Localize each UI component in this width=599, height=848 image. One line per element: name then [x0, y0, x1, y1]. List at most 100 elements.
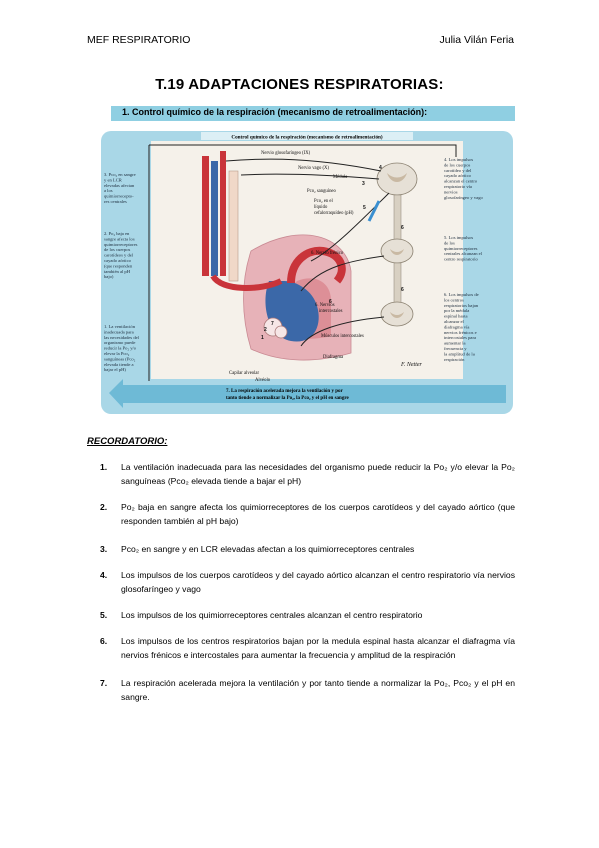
right-note-6-line: espinal hasta — [444, 314, 468, 319]
left-note-1-line: elevada tiende a — [104, 362, 134, 367]
spinal-cord-sections — [376, 162, 418, 327]
step-number-7: 7 — [271, 321, 274, 327]
left-note-3-line: quimiorreceptо- — [104, 194, 134, 199]
right-note-4-line: respiratorio vía — [444, 184, 472, 189]
recordatorio-item-number: 7. — [100, 678, 108, 688]
left-note-1-line: inadecuada para — [104, 329, 134, 334]
label-diafragma: Diafragma — [323, 355, 344, 360]
page-title: T.19 ADAPTACIONES RESPIRATORIAS: — [155, 76, 444, 93]
step-number-1: 1 — [261, 335, 264, 341]
label-glosofaringeo: Nervio glosofaríngeo (IX) — [261, 151, 311, 156]
right-note-6-line: nervios frénicos e — [444, 330, 477, 335]
recordatorio-item-text: Los impulsos de los cuerpos carotídeos y… — [121, 570, 515, 594]
left-note-2-line: cayado aórtico — [104, 258, 132, 263]
right-note-4-line: carotídeo y del — [444, 168, 472, 173]
step-number-2: 2 — [264, 327, 267, 333]
right-note-5-line: centrales alcanzan el — [444, 251, 483, 256]
right-note-6-line: los centros — [444, 297, 464, 302]
step-numbers: 4 3 5 6 6 6 7 2 1 — [261, 165, 404, 341]
label-medula: Médula — [333, 175, 348, 180]
left-note-2-line: también al pH — [104, 269, 131, 274]
figure-banner: Control químico de la respiración (mecan… — [231, 134, 383, 141]
recordatorio-item-number: 4. — [100, 570, 108, 580]
right-note-5-line: quimiorreceptores — [444, 246, 478, 251]
recordatorio-item-number: 5. — [100, 610, 108, 620]
left-note-3-line: 3. Pco₂ en sangre — [104, 172, 136, 177]
arterial-branch — [210, 274, 283, 291]
recordatorio-item-text: Po₂ baja en sangre afecta los quimiorrec… — [121, 502, 515, 526]
right-note-6-line: intercostales para — [444, 335, 476, 340]
left-note-1-line: 1. La ventilación — [104, 324, 136, 329]
right-note-6-line: diafragma vía — [444, 324, 469, 329]
recordatorio-item-number: 1. — [100, 462, 108, 472]
left-note-2-line: de los cuerpos — [104, 247, 130, 252]
recordatorio-item-text: La ventilación inadecuada para las neces… — [121, 462, 515, 486]
jugular-vein — [211, 161, 218, 276]
label-pco2-lcr-3: cefalorraquídeo (pH) — [314, 211, 354, 216]
bottom-caption-1: 7. La respiración acelerada mejora la ve… — [226, 389, 343, 394]
step-number-4: 4 — [379, 165, 382, 171]
right-note-6-line: respiratorios bajan — [444, 303, 479, 308]
feedback-arrow — [109, 379, 506, 408]
step-number-6b: 6 — [401, 287, 404, 293]
recordatorio-item-number: 2. — [100, 502, 108, 512]
right-note-4-line: de los cuerpos — [444, 162, 470, 167]
left-note-3-line: y en LCR — [104, 177, 123, 182]
left-note-2-line: bajo) — [104, 274, 114, 279]
right-note-4-line: alcanzan el centro — [444, 179, 478, 184]
right-note-6-line: por la médula — [444, 308, 469, 313]
right-note-6-line: respiración — [444, 357, 465, 362]
right-note-4-line: cayado aórtico — [444, 173, 472, 178]
aortic-arch — [287, 246, 346, 284]
right-note-4-line: 4. Los impulsos — [444, 157, 473, 162]
label-pco2-lcr-2: líquido — [314, 205, 328, 210]
right-note-5-line: 5. Los impulsos — [444, 235, 473, 240]
left-note-1-line: las necesidades del — [104, 335, 140, 340]
carotid-artery-right — [220, 151, 226, 276]
recordatorio-item-text: Los impulsos de los centros respiratorio… — [121, 636, 515, 660]
right-note-6-line: 6. Los impulsos de — [444, 292, 479, 297]
recordatorio-item-number: 3. — [100, 544, 108, 554]
label-intercostales-1: 6. Nervios — [315, 303, 335, 308]
right-note-6-line: la amplitud de la — [444, 351, 475, 356]
banner-bg — [201, 132, 413, 140]
left-note-2-line: sangre afecta los — [104, 236, 135, 241]
header-left: MEF RESPIRATORIO — [87, 34, 191, 46]
left-note-2-line: (que responden — [104, 263, 133, 268]
label-intercostales-2: intercostales — [319, 309, 343, 314]
netter-signature: F. Netter — [400, 362, 423, 368]
step-number-6a: 6 — [401, 225, 404, 231]
left-note-1-line: elevar la Pco₂ — [104, 351, 130, 356]
figure-labels: Nervio glosofaríngeo (IX) Nervio vago (X… — [229, 151, 423, 383]
left-note-3-line: elevadas afectan — [104, 183, 135, 188]
carotid-artery-left — [202, 156, 209, 276]
left-note-3-line: res centrales — [104, 199, 127, 204]
right-note-4-line: glosofaríngeo y vago — [444, 195, 483, 200]
trachea — [228, 170, 239, 282]
alveolus-2 — [274, 325, 288, 339]
recordatorio-heading: RECORDATORIO: — [87, 436, 168, 447]
left-note-1-line: reducir la Po₂ y/o — [104, 346, 137, 351]
section-heading: 1. Control químico de la respiración (me… — [122, 107, 428, 117]
nerve-lines — [148, 144, 457, 381]
right-note-6-line: frecuencia y — [444, 346, 467, 351]
step-number-5: 5 — [363, 205, 366, 211]
right-note-5-line: de los — [444, 240, 455, 245]
recordatorio-item-text: La respiración acelerada mejora la venti… — [121, 678, 515, 702]
label-pco2-lcr-1: Pco₂ en el — [314, 199, 334, 204]
left-note-3-line: a los — [104, 188, 113, 193]
left-note-1-line: sanguíneas (Pco₂ — [104, 356, 136, 361]
label-musculos: Músculos intercostales — [321, 334, 364, 339]
right-note-6-line: alcanzar el — [444, 319, 464, 324]
respiration-control-figure: Control químico de la respiración (mecan… — [101, 131, 513, 414]
left-note-2-line: carotídeos y del — [104, 253, 134, 258]
label-alveolo: Alvéolo — [255, 378, 271, 383]
section-heading-bar: 1. Control químico de la respiración (me… — [111, 106, 515, 121]
step-number-6c: 6 — [329, 299, 332, 305]
